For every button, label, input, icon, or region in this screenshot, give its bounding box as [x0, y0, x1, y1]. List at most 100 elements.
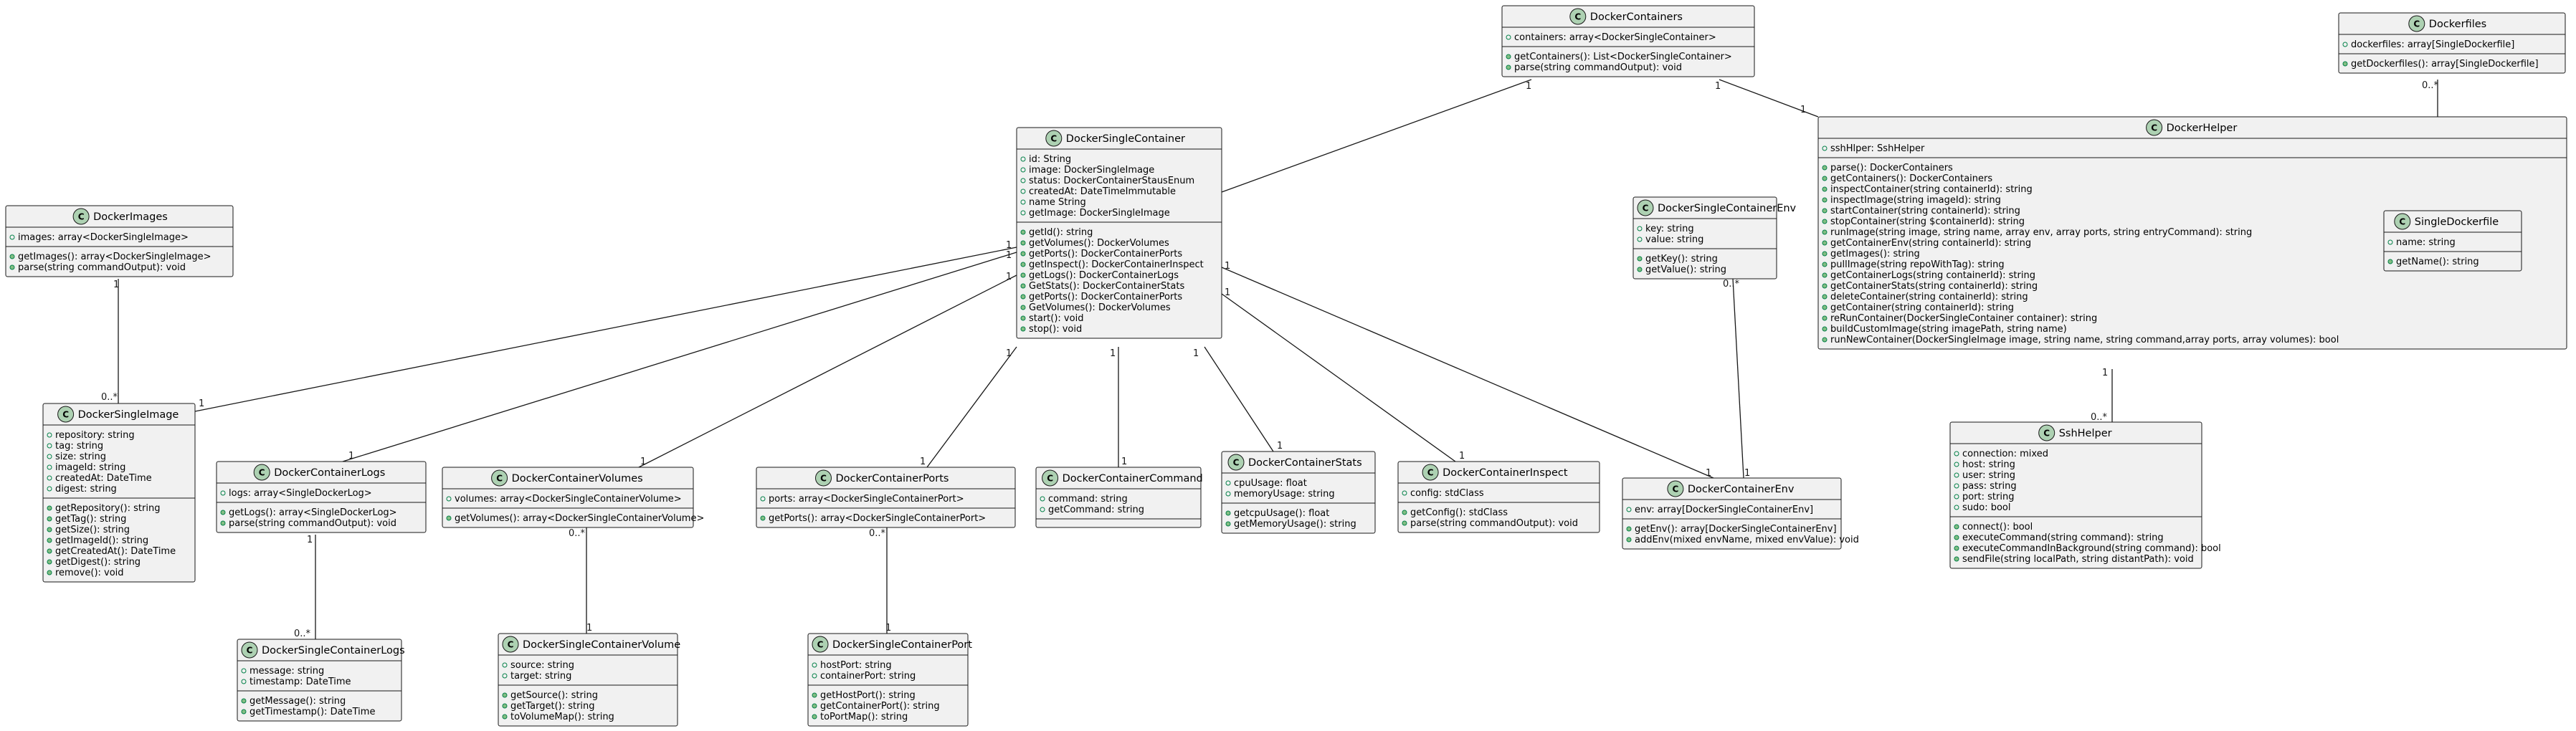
svg-text:C: C [1233, 458, 1240, 468]
class-method: getTimestamp(): DateTime [249, 707, 375, 717]
public-method-icon [9, 264, 15, 270]
class-field: digest: string [55, 484, 117, 494]
class-method: getLogs(): array<SingleDockerLog> [229, 507, 397, 518]
multiplicity-target: 1 [1459, 451, 1465, 462]
class-field: dockerfiles: array[SingleDockerfile] [2351, 39, 2514, 50]
svg-text:C: C [820, 474, 827, 484]
class-name: DockerContainerVolumes [512, 473, 643, 484]
public-method-icon [1637, 256, 1643, 262]
public-method-icon [446, 515, 452, 521]
class-field: source: string [510, 660, 574, 671]
multiplicity-source: 0..* [569, 528, 586, 539]
relation-docker-container-volumes-to-docker-single-container-volume: 0..* 1 [569, 527, 592, 634]
public-field-icon [2387, 239, 2393, 245]
public-method-icon [1822, 219, 1828, 224]
public-field-icon [502, 673, 508, 679]
public-method-icon [1822, 240, 1828, 246]
class-method: buildCustomImage(string imagePath, strin… [1830, 324, 2067, 335]
public-method-icon [1954, 535, 1959, 540]
class-field: pass: string [1962, 481, 2017, 492]
class-method: parse(string commandOutput): void [1514, 62, 1682, 73]
class-method: getContainerPort(): string [820, 701, 940, 712]
svg-text:C: C [247, 646, 253, 656]
class-method: getRepository(): string [55, 503, 160, 514]
class-name: DockerImages [93, 211, 168, 223]
class-method: getMemoryUsage(): string [1234, 519, 1356, 530]
relation-docker-single-container-to-docker-container-stats: 11 [1193, 346, 1283, 452]
multiplicity-source: 1 [1110, 348, 1116, 359]
class-box [1035, 467, 1202, 528]
svg-text:C: C [2399, 217, 2405, 227]
public-method-icon [1822, 337, 1828, 343]
public-field-icon [1040, 496, 1045, 502]
public-method-icon [1954, 556, 1959, 562]
class-box [1501, 5, 1755, 77]
public-method-icon [241, 698, 247, 704]
public-field-icon [241, 679, 247, 684]
class-box [2383, 210, 2522, 272]
association-line [1221, 267, 1714, 479]
class-method: toPortMap(): string [820, 712, 908, 722]
public-field-icon [47, 475, 52, 481]
class-method: getPorts(): DockerContainerPorts [1029, 249, 1182, 259]
class-method: getCreatedAt(): DateTime [55, 546, 176, 557]
multiplicity-source: 1 [1006, 272, 1012, 282]
class-field: key: string [1645, 224, 1694, 234]
relation-docker-containers-to-docker-single-container: 10..* [1200, 79, 1531, 199]
public-method-icon [1020, 272, 1026, 278]
class-stereotype-icon: C [241, 641, 258, 659]
class-method: getVolumes(): array<DockerSingleContaine… [455, 513, 704, 524]
class-method: executeCommandInBackground(string comman… [1962, 543, 2221, 554]
class-box [1632, 196, 1777, 280]
class-box [42, 403, 196, 583]
public-method-icon [1020, 240, 1026, 246]
class-name: DockerContainerStats [1248, 457, 1362, 469]
public-field-icon [1020, 188, 1026, 194]
public-method-icon [1402, 510, 1407, 515]
class-method: getPorts(): DockerContainerPorts [1029, 292, 1182, 302]
public-method-icon [1822, 208, 1828, 214]
public-method-icon [47, 538, 52, 543]
public-method-icon [1506, 54, 1511, 59]
class-field: message: string [249, 666, 324, 677]
svg-text:C: C [1047, 474, 1053, 484]
public-field-icon [47, 432, 52, 438]
public-field-icon [1020, 156, 1026, 162]
association-line [1221, 293, 1456, 462]
multiplicity-target: 1 [586, 623, 592, 634]
public-method-icon [241, 709, 247, 715]
class-method: getConfig(): stdClass [1410, 507, 1508, 518]
public-method-icon [47, 527, 52, 532]
class-field: sshHlper: SshHelper [1830, 143, 1925, 154]
multiplicity-target: 0..* [2091, 412, 2108, 423]
association-line [342, 252, 1017, 462]
multiplicity-target: 0..* [294, 629, 311, 639]
svg-text:C: C [496, 474, 503, 484]
public-field-icon [1626, 507, 1632, 512]
multiplicity-source: 1 [1006, 250, 1012, 261]
public-method-icon [1822, 176, 1828, 181]
multiplicity-source: 1 [1225, 261, 1230, 272]
relation-docker-container-logs-to-docker-single-container-logs: 10..* [294, 535, 316, 639]
class-method: startContainer(string containerId): stri… [1830, 206, 2020, 216]
public-method-icon [9, 254, 15, 259]
